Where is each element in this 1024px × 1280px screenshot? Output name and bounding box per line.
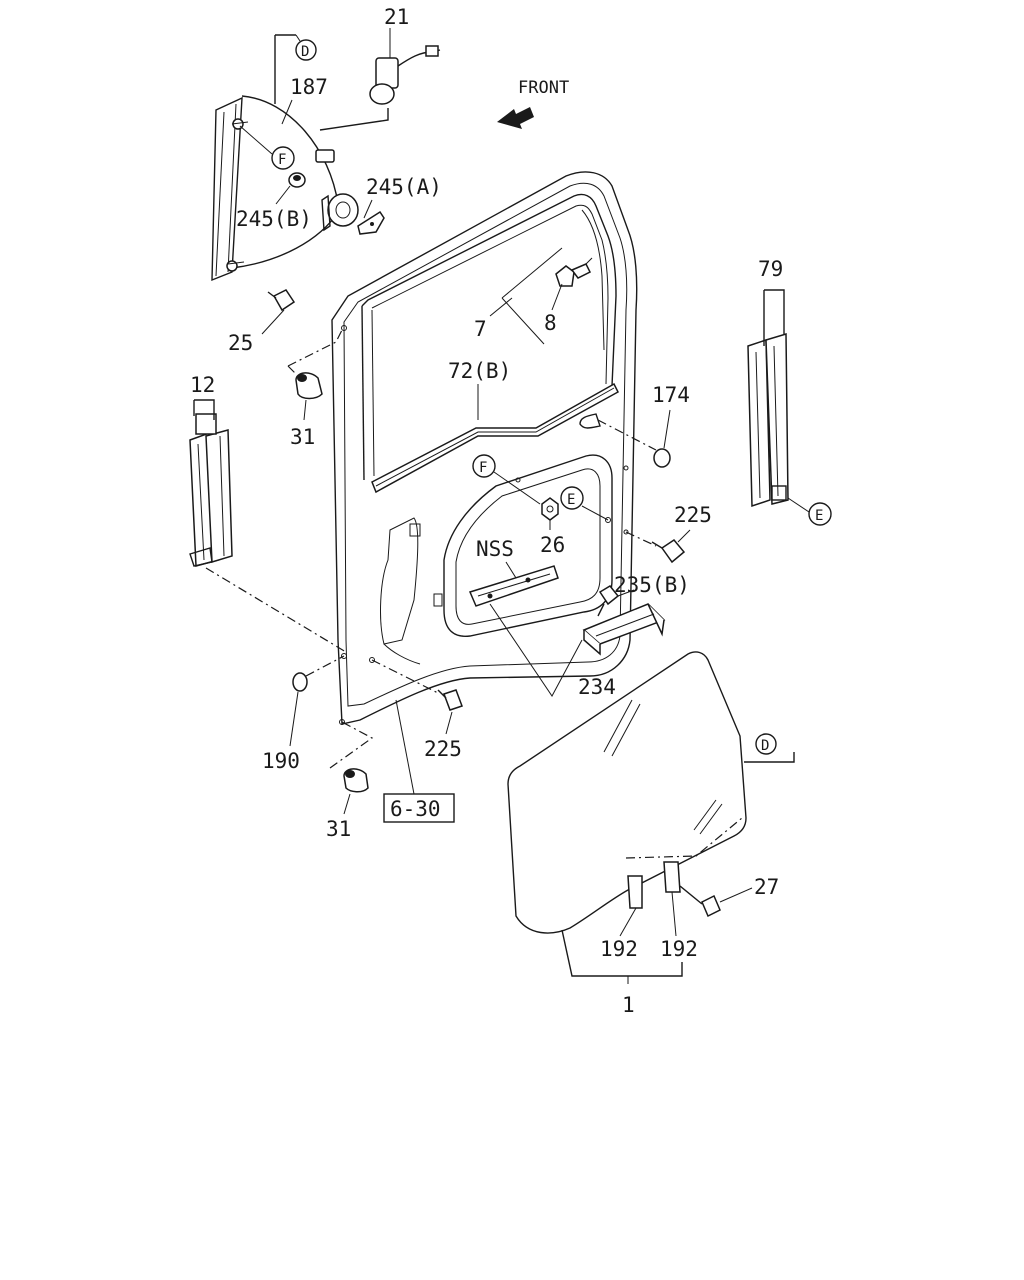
door-panel <box>331 171 638 725</box>
callout-d-top-letter: D <box>301 44 309 60</box>
label-245b: 245(B) <box>236 207 312 231</box>
nss-bracket <box>468 565 559 607</box>
label-27: 27 <box>754 875 779 899</box>
regulator-rail <box>211 96 243 282</box>
door-glass <box>507 651 747 934</box>
regulator-cable <box>241 95 339 205</box>
channel-79 <box>747 332 789 508</box>
label-31-lower: 31 <box>326 817 351 841</box>
label-225-upper: 225 <box>674 503 712 527</box>
door-service-opening <box>443 454 613 637</box>
callout-d-glass: D <box>755 733 777 755</box>
label-245a: 245(A) <box>366 175 442 199</box>
label-7: 7 <box>474 317 487 341</box>
belt-molding-72b <box>371 382 619 494</box>
callout-f-regulator-letter: F <box>278 152 286 168</box>
callout-f-door: F <box>472 454 496 478</box>
callout-e-door: E <box>560 486 584 510</box>
callout-f-regulator: F <box>271 146 295 170</box>
bolt-25 <box>267 289 296 312</box>
glass-holder-192b <box>663 861 681 893</box>
label-190: 190 <box>262 749 300 773</box>
callout-f-door-letter: F <box>479 460 487 476</box>
label-nss: NSS <box>476 537 514 561</box>
label-72b: 72(B) <box>448 359 511 383</box>
label-12: 12 <box>190 373 215 397</box>
channel-12 <box>189 413 233 567</box>
label-8: 8 <box>544 311 557 335</box>
callout-d-glass-letter: D <box>761 738 769 754</box>
bracket-234 <box>582 603 666 656</box>
bumper-31-lower <box>343 768 369 793</box>
plug-190 <box>292 672 308 692</box>
front-direction-indicator: FRONT <box>497 78 569 129</box>
bolt-225-lower <box>437 689 463 711</box>
callout-d-top: D <box>295 39 317 61</box>
label-1: 1 <box>622 993 635 1017</box>
plug-174 <box>653 448 671 468</box>
window-regulator-assembly <box>211 95 389 335</box>
nut-26 <box>541 497 559 521</box>
label-174: 174 <box>652 383 690 407</box>
label-21: 21 <box>384 5 409 29</box>
label-ref: 6-30 <box>390 797 441 821</box>
label-234: 234 <box>578 675 616 699</box>
bumper-31-upper <box>295 372 323 400</box>
label-187: 187 <box>290 75 328 99</box>
glass-run-7 <box>581 209 605 351</box>
label-31-upper: 31 <box>290 425 315 449</box>
bolt-225-upper <box>651 539 686 564</box>
regulator-drum <box>327 193 359 227</box>
bolt-27 <box>679 885 721 918</box>
label-79: 79 <box>758 257 783 281</box>
front-arrow-icon <box>497 107 534 129</box>
clip-8 <box>555 257 593 287</box>
glass-holder-192a <box>627 875 643 909</box>
reference-box <box>383 793 455 823</box>
callout-e-door-letter: E <box>567 492 575 508</box>
label-26: 26 <box>540 533 565 557</box>
label-192-right: 192 <box>660 937 698 961</box>
label-25: 25 <box>228 331 253 355</box>
door-window-opening <box>361 193 617 387</box>
callout-e-channel: E <box>808 502 832 526</box>
label-192-left: 192 <box>600 937 638 961</box>
front-label: FRONT <box>518 78 569 98</box>
label-225-lower: 225 <box>424 737 462 761</box>
regulator-motor-21 <box>369 28 441 105</box>
callout-e-channel-letter: E <box>815 508 823 524</box>
